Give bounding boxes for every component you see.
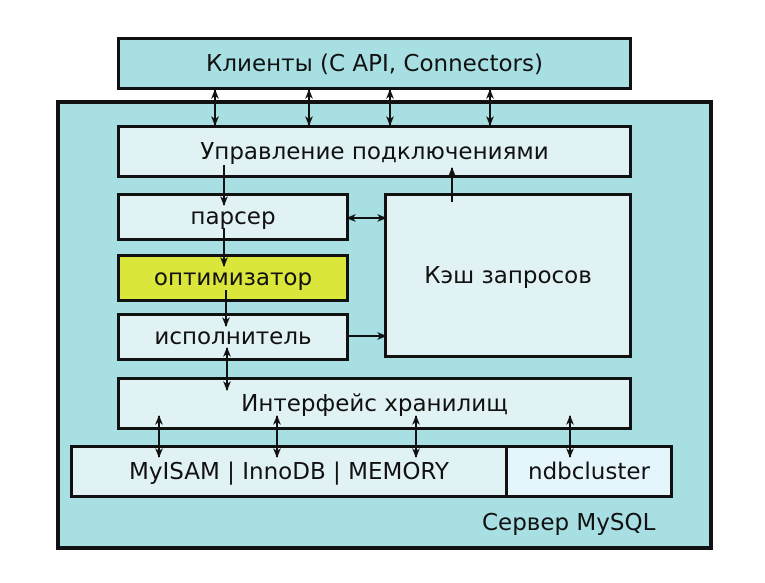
- clients-box: Клиенты (C API, Connectors): [117, 37, 632, 90]
- storage-engines-label: MyISAM | InnoDB | MEMORY: [129, 458, 449, 485]
- executor-box: исполнитель: [117, 313, 349, 361]
- executor-label: исполнитель: [154, 324, 312, 350]
- parser-label: парсер: [190, 204, 276, 230]
- storage-interface-label: Интерфейс хранилищ: [241, 390, 508, 417]
- storage-interface-box: Интерфейс хранилищ: [117, 377, 632, 430]
- clients-label: Клиенты (C API, Connectors): [206, 50, 543, 77]
- ndbcluster-box: ndbcluster: [505, 445, 673, 498]
- optimizer-label: оптимизатор: [153, 265, 313, 291]
- connection-management-box: Управление подключениями: [117, 125, 632, 178]
- ndbcluster-label: ndbcluster: [528, 458, 650, 485]
- parser-box: парсер: [117, 193, 349, 241]
- server-label: Сервер MySQL: [482, 510, 656, 536]
- query-cache-box: Кэш запросов: [384, 193, 632, 358]
- connection-management-label: Управление подключениями: [200, 138, 549, 165]
- query-cache-label: Кэш запросов: [424, 262, 592, 289]
- storage-engines-box: MyISAM | InnoDB | MEMORY: [70, 445, 508, 498]
- optimizer-box: оптимизатор: [117, 254, 349, 302]
